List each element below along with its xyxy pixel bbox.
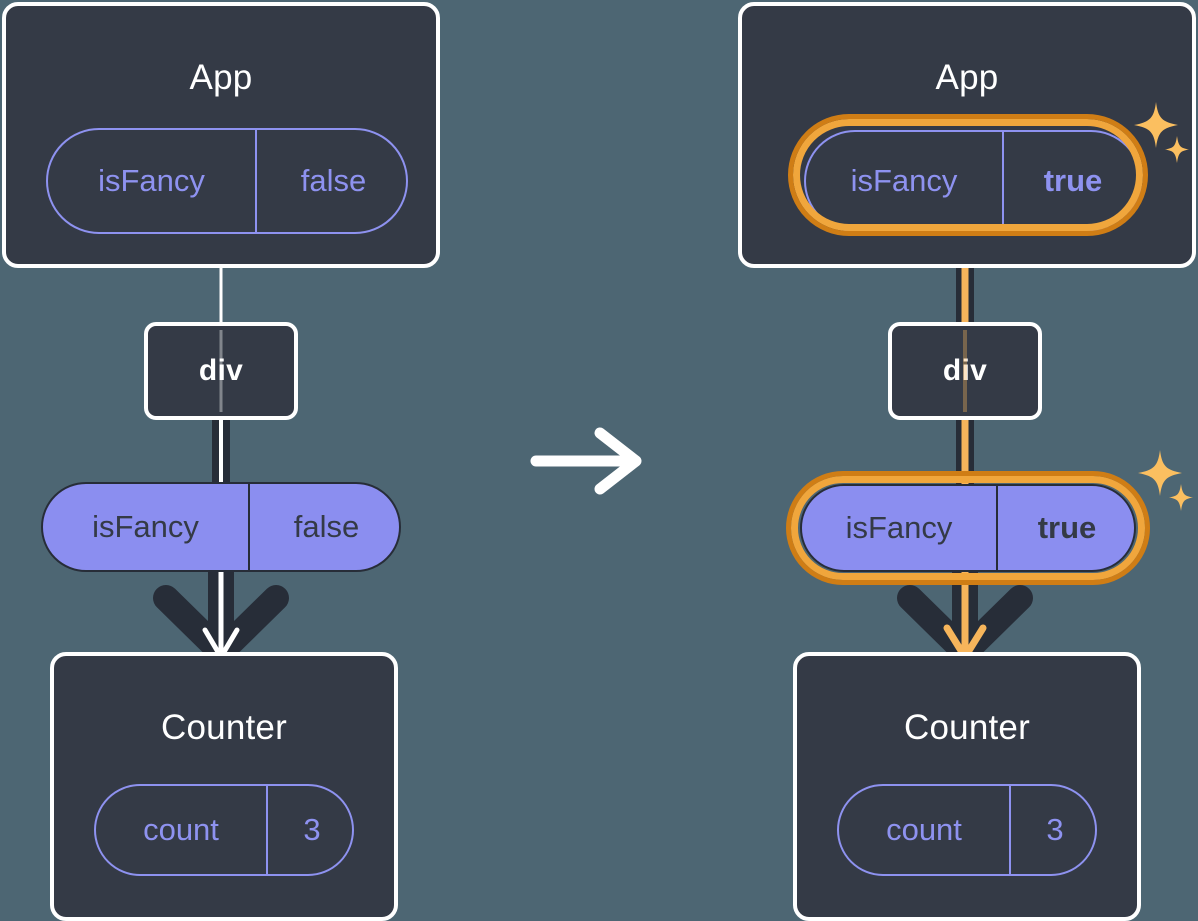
- left-app-prop-key: isFancy: [98, 163, 205, 198]
- left-app-prop-value: false: [255, 130, 410, 232]
- right-counter-state-value: 3: [1009, 786, 1099, 874]
- left-app-panel[interactable]: App isFancy false: [2, 2, 440, 268]
- left-div-node[interactable]: div: [144, 322, 298, 420]
- left-counter-panel[interactable]: Counter count 3: [50, 652, 398, 921]
- right-counter-state-key: count: [886, 812, 962, 847]
- right-div-label: div: [942, 354, 988, 387]
- right-edge-prop-pill[interactable]: isFancy true: [800, 484, 1136, 572]
- left-edge-prop-value: false: [248, 484, 403, 570]
- left-edge-prop-key: isFancy: [92, 509, 199, 544]
- right-app-prop-value: true: [1002, 132, 1142, 230]
- right-counter-panel[interactable]: Counter count 3: [793, 652, 1141, 921]
- right-edge-prop-value: true: [996, 486, 1136, 570]
- right-edge-prop-key: isFancy: [845, 510, 953, 545]
- left-app-title: App: [189, 58, 253, 97]
- right-edge-sparkle-icon: [1138, 450, 1193, 511]
- left-counter-state-pill[interactable]: count 3: [94, 784, 354, 876]
- right-app-sparkle-icon: [1134, 102, 1189, 163]
- right-counter-state-pill[interactable]: count 3: [837, 784, 1097, 876]
- left-counter-title: Counter: [161, 708, 287, 747]
- left-counter-state-value: 3: [266, 786, 356, 874]
- transition-arrow-icon: [530, 427, 642, 495]
- left-div-label: div: [198, 354, 244, 387]
- left-counter-state-key: count: [143, 812, 219, 847]
- right-counter-title: Counter: [904, 708, 1030, 747]
- left-edge-prop-pill[interactable]: isFancy false: [41, 482, 401, 572]
- left-app-prop-pill[interactable]: isFancy false: [46, 128, 408, 234]
- right-app-title: App: [935, 58, 999, 97]
- right-div-node[interactable]: div: [888, 322, 1042, 420]
- right-app-prop-key: isFancy: [850, 163, 958, 198]
